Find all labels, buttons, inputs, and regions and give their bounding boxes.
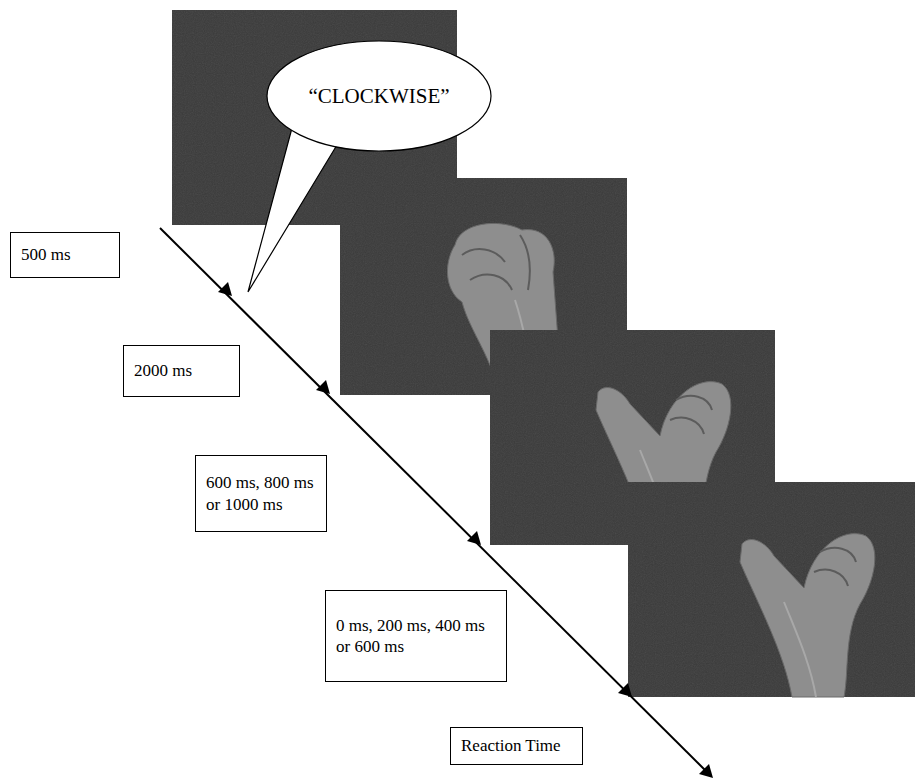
interval-label: Reaction Time: [461, 735, 561, 756]
interval-label: 500 ms: [21, 244, 71, 265]
interval-box: 600 ms, 800 ms or 1000 ms: [195, 455, 327, 532]
interval-label: 0 ms, 200 ms, 400 ms or 600 ms: [336, 615, 496, 658]
speech-bubble: “CLOCKWISE”: [266, 40, 492, 152]
screen-texture: [628, 482, 915, 697]
spoken-word: “CLOCKWISE”: [308, 83, 449, 109]
interval-box: 2000 ms: [123, 345, 240, 397]
interval-box: Reaction Time: [450, 727, 583, 765]
interval-box: 500 ms: [10, 232, 120, 278]
interval-label: 2000 ms: [134, 360, 192, 381]
screen-frame: [628, 482, 915, 697]
bubble-tail: [248, 128, 340, 292]
timeline-arrow: [160, 228, 713, 778]
interval-label: 600 ms, 800 ms or 1000 ms: [206, 472, 316, 515]
interval-box: 0 ms, 200 ms, 400 ms or 600 ms: [325, 590, 507, 682]
hand-open: [740, 534, 875, 697]
